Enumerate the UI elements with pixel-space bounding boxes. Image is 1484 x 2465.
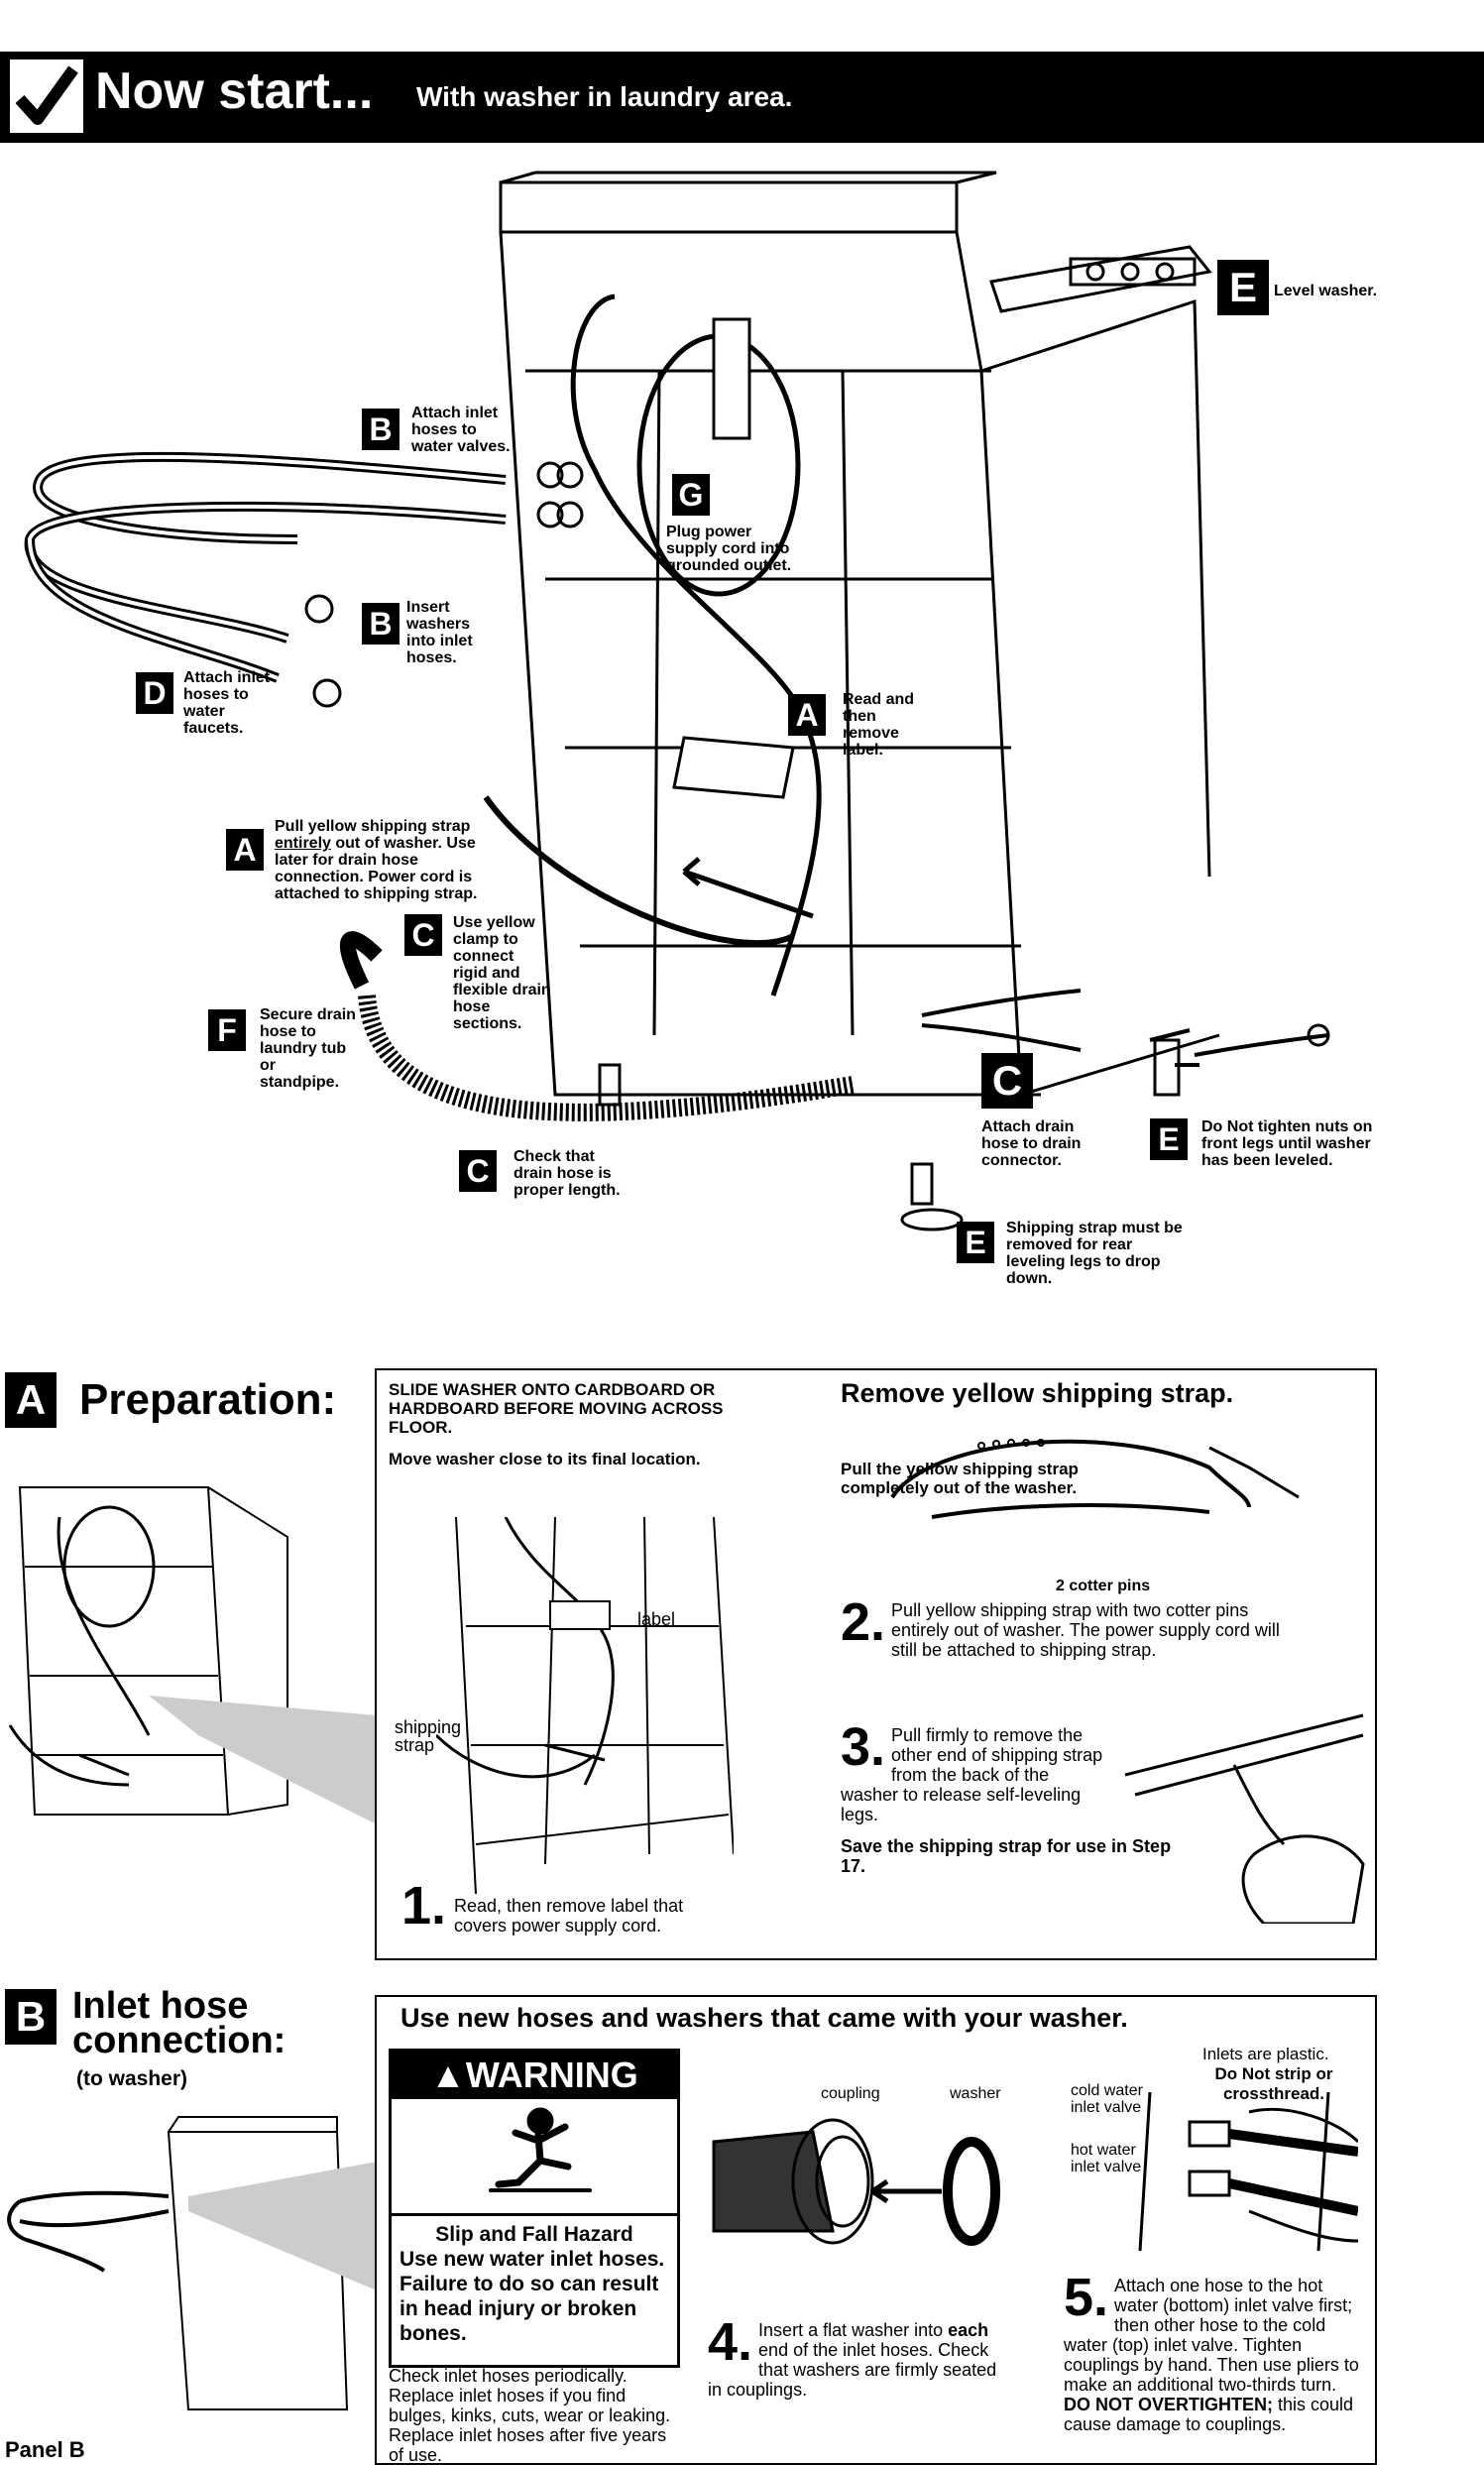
- inlets-plastic: Inlets are plastic.: [1202, 2045, 1329, 2063]
- section-b-thumbnail: [7, 2116, 377, 2410]
- check-hoses-text: Check inlet hoses periodically. Replace …: [389, 2366, 671, 2465]
- step2-text: Pull yellow shipping strap with two cott…: [891, 1600, 1280, 1660]
- warning-body: Slip and Fall Hazard Use new water inlet…: [392, 2213, 677, 2352]
- section-b-headline: Use new hoses and washers that came with…: [400, 2003, 1128, 2033]
- hot-valve-label: hot water inlet valve: [1071, 2142, 1142, 2175]
- save-strap-note: Save the shipping strap for use in Step …: [841, 1836, 1172, 1876]
- washer-back-diagram: [24, 171, 1330, 1232]
- step1-text: Read, then remove label that covers powe…: [454, 1896, 684, 1936]
- callout-f-secure-badge: F: [208, 1009, 246, 1051]
- step2-number: 2.: [841, 1592, 886, 1652]
- step5-text: Attach one hose to the hot water (bottom…: [1064, 2276, 1359, 2434]
- section-a-title: Preparation:: [79, 1375, 337, 1424]
- warning-triangle-icon: ▲: [430, 2054, 466, 2095]
- callout-e-level-badge: E: [1217, 260, 1269, 315]
- strap-diagram: [890, 1439, 1300, 1519]
- callout-b-attach-badge: B: [362, 409, 400, 450]
- coupling-label: coupling: [821, 2085, 880, 2102]
- callout-e-nuts: Do Not tighten nuts on front legs until …: [1201, 1118, 1373, 1169]
- callout-c-attach: Attach drain hose to drain connector.: [981, 1118, 1082, 1169]
- panel-label: Panel B: [5, 2437, 85, 2462]
- section-b-subtitle: (to washer): [76, 2067, 188, 2090]
- do-not-strip: Do Not strip or crossthread.: [1214, 2064, 1333, 2103]
- slip-fall-icon: [489, 2107, 592, 2192]
- warning-hazard: Slip and Fall Hazard: [435, 2223, 633, 2246]
- cotter-pins-label: 2 cotter pins: [1056, 1578, 1151, 1594]
- callout-b-attach: Attach inlet hoses to water valves.: [411, 405, 511, 455]
- label-callout: label: [637, 1609, 676, 1629]
- callout-e-level: Level washer.: [1274, 283, 1378, 299]
- step5-number: 5.: [1064, 2268, 1109, 2327]
- step3-text: Pull firmly to remove the other end of s…: [841, 1725, 1103, 1824]
- strap-callout: shipping strap: [395, 1717, 462, 1755]
- section-a-thumbnail: [8, 1486, 377, 1824]
- section-b-title-1: Inlet hose: [72, 1985, 249, 2027]
- callout-b-insert: Insert washers into inlet hoses.: [406, 599, 473, 666]
- step4-block: 4. Insert a flat washer into each end of…: [708, 2312, 1010, 2400]
- slide-notice: SLIDE WASHER ONTO CARDBOARD OR HARDBOARD…: [389, 1380, 724, 1437]
- coupling-diagram: [712, 2118, 1000, 2246]
- step1-number: 1.: [401, 1876, 447, 1936]
- callout-g-plug: Plug power supply cord into grounded out…: [666, 524, 792, 574]
- step1-diagram: [436, 1517, 734, 1895]
- warning-box: ▲WARNING Slip and Fall Hazard Use new wa…: [389, 2049, 680, 2368]
- callout-a-read-badge: A: [788, 694, 826, 736]
- step4-text: Insert a flat washer into each end of th…: [708, 2320, 997, 2400]
- section-b-title-2: connection:: [72, 2020, 286, 2061]
- remove-strap-title: Remove yellow shipping strap.: [841, 1378, 1234, 1408]
- callout-a-pull: Pull yellow shipping strap entirely out …: [275, 818, 478, 902]
- page-subtitle: With washer in laundry area.: [416, 81, 793, 112]
- header-bar: Now start... With washer in laundry area…: [0, 52, 1484, 143]
- page-title: Now start...: [95, 62, 374, 120]
- valve-connection-diagram: [1138, 2092, 1358, 2251]
- callout-c-clamp: Use yellow clamp to connect rigid and fl…: [453, 914, 551, 1032]
- callout-a-read: Read and then remove label.: [843, 691, 915, 759]
- callout-f-secure: Secure drain hose to laundry tub or stan…: [260, 1006, 356, 1091]
- callout-c-check-badge: C: [459, 1150, 497, 1192]
- section-a-badge: A: [5, 1372, 57, 1428]
- checkmark-icon: [10, 59, 83, 133]
- step2-block: 2. Pull yellow shipping strap with two c…: [841, 1592, 1297, 1660]
- callout-e-nuts-badge: E: [1150, 1118, 1188, 1160]
- warning-header: ▲WARNING: [392, 2052, 677, 2099]
- section-b-badge: B: [5, 1989, 57, 2045]
- step3-block: 3. Pull firmly to remove the other end o…: [841, 1717, 1106, 1824]
- warning-line-1: Use new water inlet hoses.: [400, 2248, 665, 2271]
- callout-d-attach-badge: D: [136, 672, 173, 714]
- step5-block: 5. Attach one hose to the hot water (bot…: [1064, 2268, 1366, 2434]
- callout-c-clamp-badge: C: [404, 914, 442, 956]
- hand-pulling-diagram: [1124, 1713, 1365, 1924]
- callout-e-strap-badge: E: [957, 1222, 994, 1263]
- callout-e-strap: Shipping strap must be removed for rear …: [1006, 1220, 1183, 1287]
- cold-valve-label: cold water inlet valve: [1071, 2082, 1143, 2116]
- step4-number: 4.: [708, 2312, 753, 2372]
- warning-line-2: Failure to do so can result in head inju…: [400, 2273, 659, 2345]
- step3-number: 3.: [841, 1717, 886, 1777]
- callout-c-check: Check that drain hose is proper length.: [514, 1148, 621, 1199]
- callout-d-attach: Attach inlet hoses to water faucets.: [183, 669, 271, 737]
- callout-a-pull-badge: A: [226, 829, 264, 871]
- washer-label: washer: [950, 2085, 1001, 2102]
- callout-g-plug-badge: G: [672, 474, 710, 516]
- callout-b-insert-badge: B: [362, 603, 400, 645]
- callout-c-attach-badge: C: [981, 1053, 1033, 1109]
- pull-strap-note: Pull the yellow shipping strap completel…: [841, 1460, 1079, 1497]
- move-notice: Move washer close to its final location.: [389, 1450, 701, 1468]
